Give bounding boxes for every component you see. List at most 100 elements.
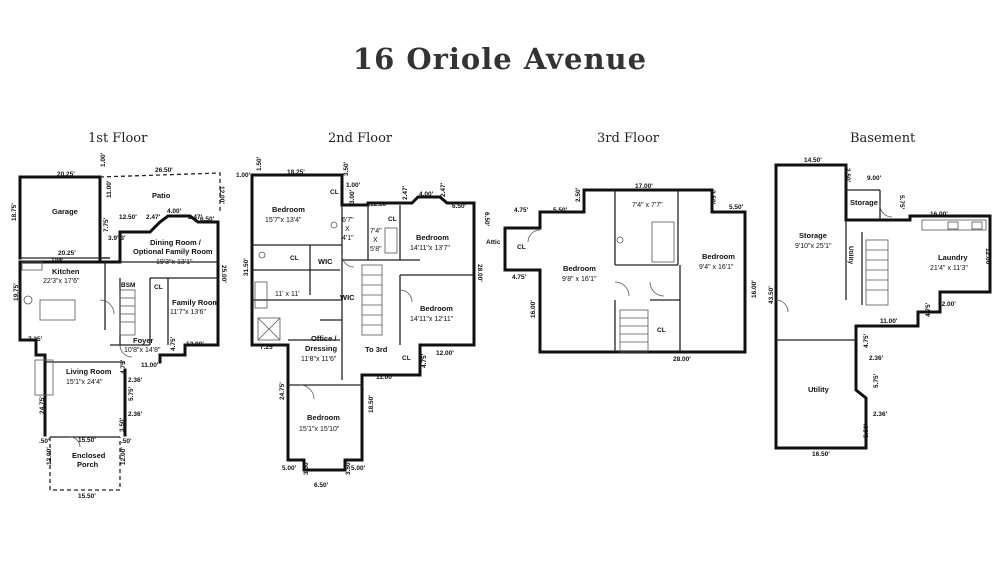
label-office-2: Dressing — [305, 344, 338, 353]
dim-g7: 43.50' — [768, 286, 775, 304]
dim-18: 11.00' — [141, 362, 159, 369]
label-kitchen: Kitchen — [52, 267, 80, 276]
label-cl-3: CL — [330, 189, 339, 196]
label-bed2b: Bedroom — [307, 413, 340, 422]
label-dining-size: 19'3"x 13'1" — [156, 259, 193, 266]
label-attic: Attic — [486, 239, 501, 246]
dim-f2: 4.75' — [514, 207, 529, 214]
dim-e9: 2.47' — [440, 182, 447, 197]
dim-f11: 28.00' — [673, 356, 691, 363]
dim-g5: 16.00' — [930, 211, 948, 218]
dim-23: 5.75' — [128, 386, 135, 401]
label-patio: Patio — [152, 191, 171, 200]
dim-10: 2.47' — [188, 214, 203, 221]
label-bath67-c: 4'1" — [342, 235, 354, 242]
label-bath74-b: X — [373, 237, 378, 244]
dim-e2: 18.25' — [287, 169, 305, 176]
dim-g11: 4.75' — [863, 333, 870, 348]
page-title: 16 Oriole Avenue — [352, 42, 648, 76]
dim-f4: 2.50' — [575, 187, 582, 202]
label-utility-1: Utility — [808, 385, 830, 394]
dim-14: 19.75' — [13, 283, 20, 301]
label-bath67-b: X — [345, 226, 350, 233]
dim-e20: 3.50' — [303, 460, 310, 475]
dim-31: 15.50' — [78, 493, 96, 500]
label-foyer-size: 10'8"x 14'8" — [124, 347, 161, 354]
label-bed3b: Bedroom — [702, 252, 735, 261]
dim-f10: 16.00' — [751, 280, 758, 298]
label-bed3a: Bedroom — [563, 264, 596, 273]
dim-28: .50' — [121, 438, 132, 445]
label-bed2b-size: 15'1"x 15'10" — [299, 426, 340, 433]
dim-2: 26.50' — [155, 167, 173, 174]
dim-24: 2.36' — [128, 411, 143, 418]
dim-g14: 2.36' — [873, 411, 888, 418]
floor-title-basement: Basement — [850, 131, 916, 146]
floor-title-1st: 1st Floor — [88, 131, 148, 146]
dim-11: 6.50' — [200, 216, 215, 223]
dim-g9: 4.75' — [925, 302, 932, 317]
dim-g8: 12.00' — [938, 301, 956, 308]
label-storage-1: Storage — [799, 231, 827, 240]
dim-21: 4.75' — [120, 359, 127, 374]
label-storage-2: Storage — [850, 198, 878, 207]
dim-g13: 5.75' — [873, 373, 880, 388]
label-dw: DW — [52, 257, 64, 264]
dim-e4: 1.00' — [346, 182, 361, 189]
label-cl-6: CL — [517, 244, 526, 251]
label-cl-2: CL — [290, 255, 299, 262]
dim-e1: 1.50' — [256, 156, 263, 171]
dim-e23: 6.50' — [314, 482, 329, 489]
label-office-size: 11'8"x 11'6" — [301, 356, 337, 363]
dim-1: 20.25' — [57, 171, 75, 178]
label-office: Office / — [311, 334, 337, 343]
label-dining: Dining Room / — [150, 238, 202, 247]
label-foyer: Foyer — [133, 336, 154, 345]
dim-8: 2.47' — [146, 214, 161, 221]
dim-e19: 5.00' — [282, 465, 297, 472]
dim-32: 1.00' — [100, 152, 107, 167]
label-bath74-c: 5'8" — [370, 246, 382, 253]
dim-e5: 3.00' — [349, 189, 356, 204]
label-kitchen-size: 22'3"x 17'6" — [43, 278, 80, 285]
label-living: Living Room — [66, 367, 112, 376]
dim-g15: 5.50' — [863, 423, 870, 438]
dim-9: 4.00' — [167, 208, 182, 215]
label-garage: Garage — [52, 207, 78, 216]
dim-e6: 12.50' — [370, 201, 388, 208]
label-cl-5: CL — [402, 355, 411, 362]
second-floor-plan — [250, 173, 476, 472]
dim-25: 3.50' — [119, 417, 126, 432]
dim-16: 12.00' — [186, 341, 204, 348]
dim-e10: 6.50' — [452, 203, 467, 210]
label-family-size: 11'7"x 13'6" — [170, 309, 206, 316]
label-to3rd: To 3rd — [365, 345, 388, 354]
label-bed2c-size: 14'11"x 13'7" — [410, 245, 450, 252]
label-bed2c: Bedroom — [416, 233, 449, 242]
label-bed2a: Bedroom — [272, 205, 305, 214]
label-cl-7: CL — [657, 327, 666, 334]
dim-5: 12.00' — [218, 186, 225, 204]
dim-26: .50' — [39, 438, 50, 445]
dim-e14: 12.00' — [436, 350, 454, 357]
dim-e13: 7.25' — [260, 344, 275, 351]
dim-f1: 6.50' — [483, 212, 490, 227]
label-cl-1: CL — [154, 284, 163, 291]
dim-g1: 14.50' — [804, 157, 822, 164]
dim-g6: 12.00' — [984, 248, 991, 266]
dim-e11: 31.50' — [243, 258, 250, 276]
label-wic-1: WIC — [318, 257, 333, 266]
dim-f8: 4.75' — [512, 274, 527, 281]
label-bed2d-size: 14'11"x 12'11" — [410, 316, 454, 323]
label-bsm: BSM — [121, 282, 135, 289]
label-bath67-a: 6'7" — [342, 217, 354, 224]
dim-f9: 16.00' — [530, 300, 537, 318]
dim-g12: 2.36' — [869, 355, 884, 362]
dim-27: 15.50' — [78, 437, 96, 444]
floor-title-2nd: 2nd Floor — [328, 131, 393, 146]
dim-17: 4.75' — [170, 336, 177, 351]
label-laundry-size: 21'4" x 11'3" — [930, 265, 968, 272]
dim-7: 12.50' — [119, 214, 137, 221]
dim-e24: 1.00' — [236, 172, 251, 179]
